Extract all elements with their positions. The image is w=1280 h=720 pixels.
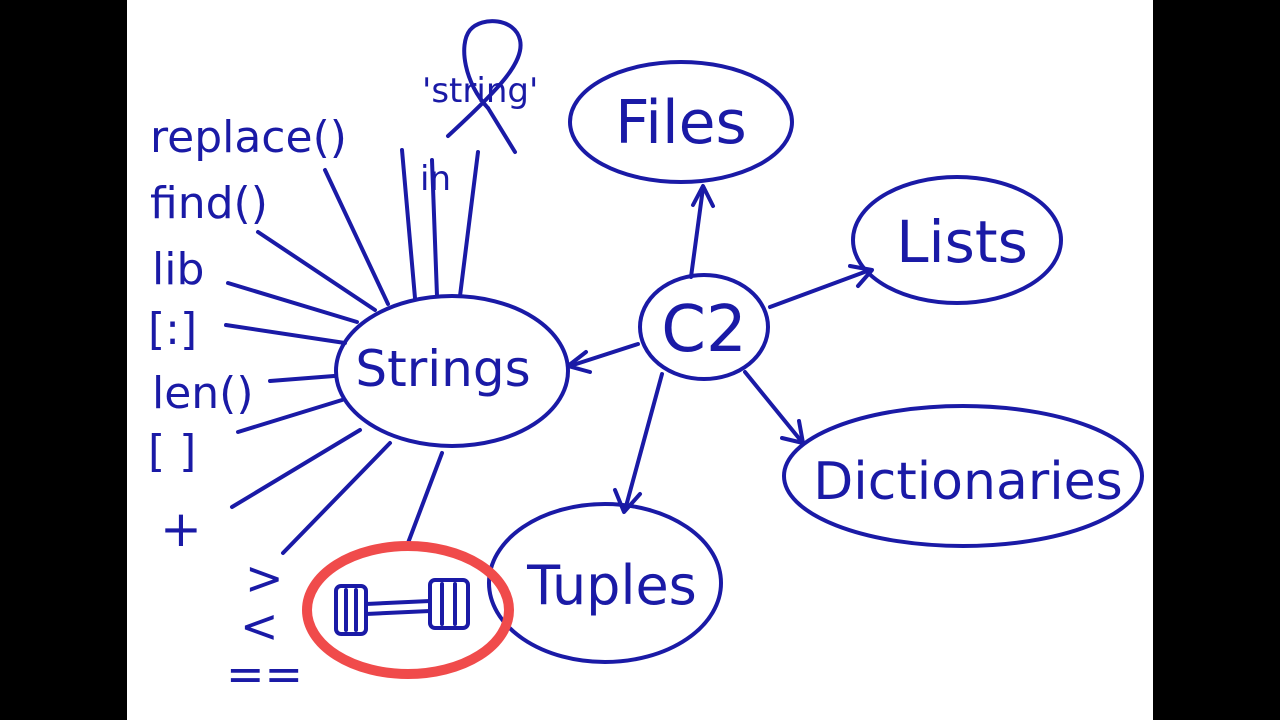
item-in: in <box>420 159 451 199</box>
node-files-outline <box>568 60 794 184</box>
node-center-outline <box>638 273 770 381</box>
node-files: Files <box>615 88 747 158</box>
item-find: find() <box>150 178 268 229</box>
node-dictionaries: Dictionaries <box>813 452 1122 512</box>
node-center: C2 <box>661 293 746 367</box>
item-eq: == <box>226 647 303 701</box>
arrow-to-dictionaries <box>743 370 805 445</box>
arrow-to-strings <box>566 342 640 374</box>
barbell-icon <box>334 578 470 636</box>
item-replace: replace() <box>150 112 347 163</box>
item-index: [ ] <box>148 426 196 477</box>
node-strings-outline <box>334 294 570 448</box>
arrow-to-files <box>689 184 715 279</box>
item-slice: [:] <box>148 304 197 355</box>
arrow-to-tuples <box>613 372 664 514</box>
node-lists: Lists <box>896 208 1028 276</box>
node-dictionaries-outline <box>782 404 1144 548</box>
item-lib: lib <box>152 244 204 295</box>
string-spokes <box>224 148 480 555</box>
node-strings: Strings <box>355 340 530 398</box>
string-strike-mark <box>446 19 523 154</box>
item-len: len() <box>152 368 254 419</box>
item-string-literal: 'string' <box>422 71 538 111</box>
barbell-highlight-circle <box>302 541 514 679</box>
whiteboard <box>127 0 1153 720</box>
arrow-to-lists <box>768 264 874 309</box>
item-gt: > <box>245 551 284 605</box>
node-lists-outline <box>851 175 1063 305</box>
node-tuples-outline <box>487 502 723 664</box>
item-plus: + <box>160 500 202 558</box>
item-lt: < <box>240 599 279 653</box>
node-tuples: Tuples <box>526 554 697 617</box>
